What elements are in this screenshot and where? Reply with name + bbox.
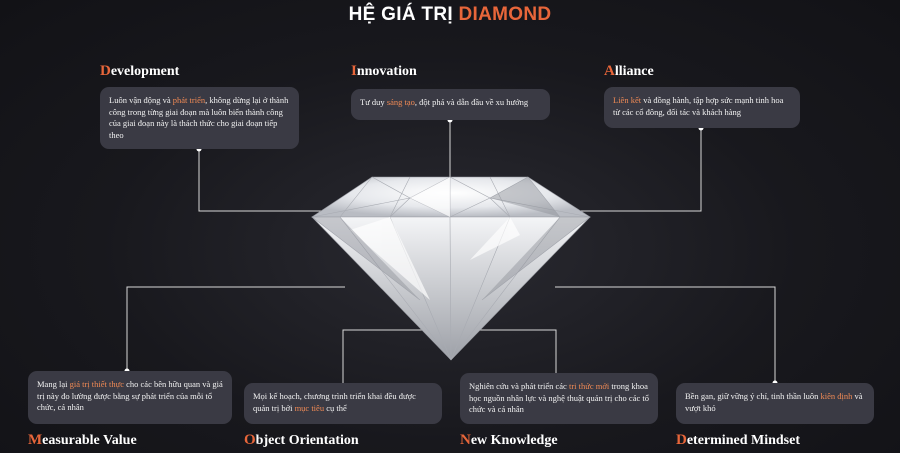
card-highlight: kiên định [820, 391, 853, 401]
heading-initial: D [100, 63, 111, 79]
title-accent: DIAMOND [458, 4, 552, 25]
heading-initial: A [604, 63, 615, 79]
heading-text: ew Knowledge [470, 433, 558, 448]
card-text: Mọi kế hoạch, chương trình triển khai đề… [253, 391, 416, 413]
card-highlight: Liên kết [613, 95, 642, 105]
card-highlight: tri thức mới [568, 381, 610, 391]
heading-initial: M [28, 432, 43, 448]
page-title: HỆ GIÁ TRỊ DIAMOND [0, 4, 900, 26]
heading-text: lliance [614, 64, 654, 79]
heading-innovation: Innovation [351, 63, 417, 80]
heading-initial: O [244, 432, 256, 448]
heading-initial: D [676, 432, 687, 448]
heading-determined-mindset: Determined Mindset [676, 432, 800, 449]
heading-alliance: Alliance [604, 63, 654, 80]
card-development: Luôn vận động và phát triển, không dừng … [100, 87, 299, 149]
card-text: , đột phá và dẫn đầu về xu hướng [414, 97, 529, 107]
card-text: , không dừng lại ở thành công trong từng… [109, 95, 289, 140]
card-text: và đồng hành, tập hợp sức mạnh tinh hoa … [613, 95, 784, 117]
title-main: HỆ GIÁ TRỊ [348, 4, 459, 25]
heading-initial: N [460, 432, 471, 448]
card-text: cụ thể [324, 402, 347, 413]
card-highlight: mục tiêu [294, 402, 325, 413]
heading-new-knowledge: New Knowledge [460, 432, 558, 449]
card-object-orientation: Mọi kế hoạch, chương trình triển khai đề… [244, 383, 442, 424]
card-text: Luôn vận động và [109, 95, 173, 105]
heading-development: Development [100, 63, 179, 80]
card-text: Bền gan, giữ vững ý chí, tinh thần luôn [685, 391, 821, 401]
card-text: Mang lại [37, 379, 70, 389]
card-alliance: Liên kết và đồng hành, tập hợp sức mạnh … [604, 87, 800, 128]
card-text: và vượt khó [685, 391, 863, 413]
heading-text: nnovation [356, 64, 417, 79]
heading-text: bject Orientation [255, 433, 359, 448]
heading-text: easurable Value [42, 433, 137, 448]
card-text: cho các bên hữu quan và giá trị này đo l… [37, 379, 223, 412]
heading-text: evelopment [110, 64, 180, 79]
card-text: trong khoa học nguồn nhân lực và nghệ th… [469, 381, 649, 414]
card-innovation: Tư duy sáng tạo, đột phá và dẫn đầu về x… [351, 89, 550, 120]
card-measurable-value: Mang lại giá trị thiết thực cho các bên … [28, 371, 232, 424]
card-new-knowledge: Nghiên cứu và phát triển các tri thức mớ… [460, 373, 658, 424]
card-highlight: phát triển [172, 95, 206, 105]
card-text: Tư duy [360, 97, 387, 107]
heading-object-orientation: Object Orientation [244, 432, 359, 449]
heading-text: etermined Mindset [686, 433, 800, 448]
heading-measurable-value: Measurable Value [28, 432, 137, 449]
card-determined-mindset: Bền gan, giữ vững ý chí, tinh thần luôn … [676, 383, 874, 424]
card-highlight: sáng tạo [386, 97, 415, 107]
card-text: Nghiên cứu và phát triển các [469, 381, 569, 391]
heading-initial: I [351, 63, 357, 79]
card-highlight: giá trị thiết thực [69, 379, 124, 389]
